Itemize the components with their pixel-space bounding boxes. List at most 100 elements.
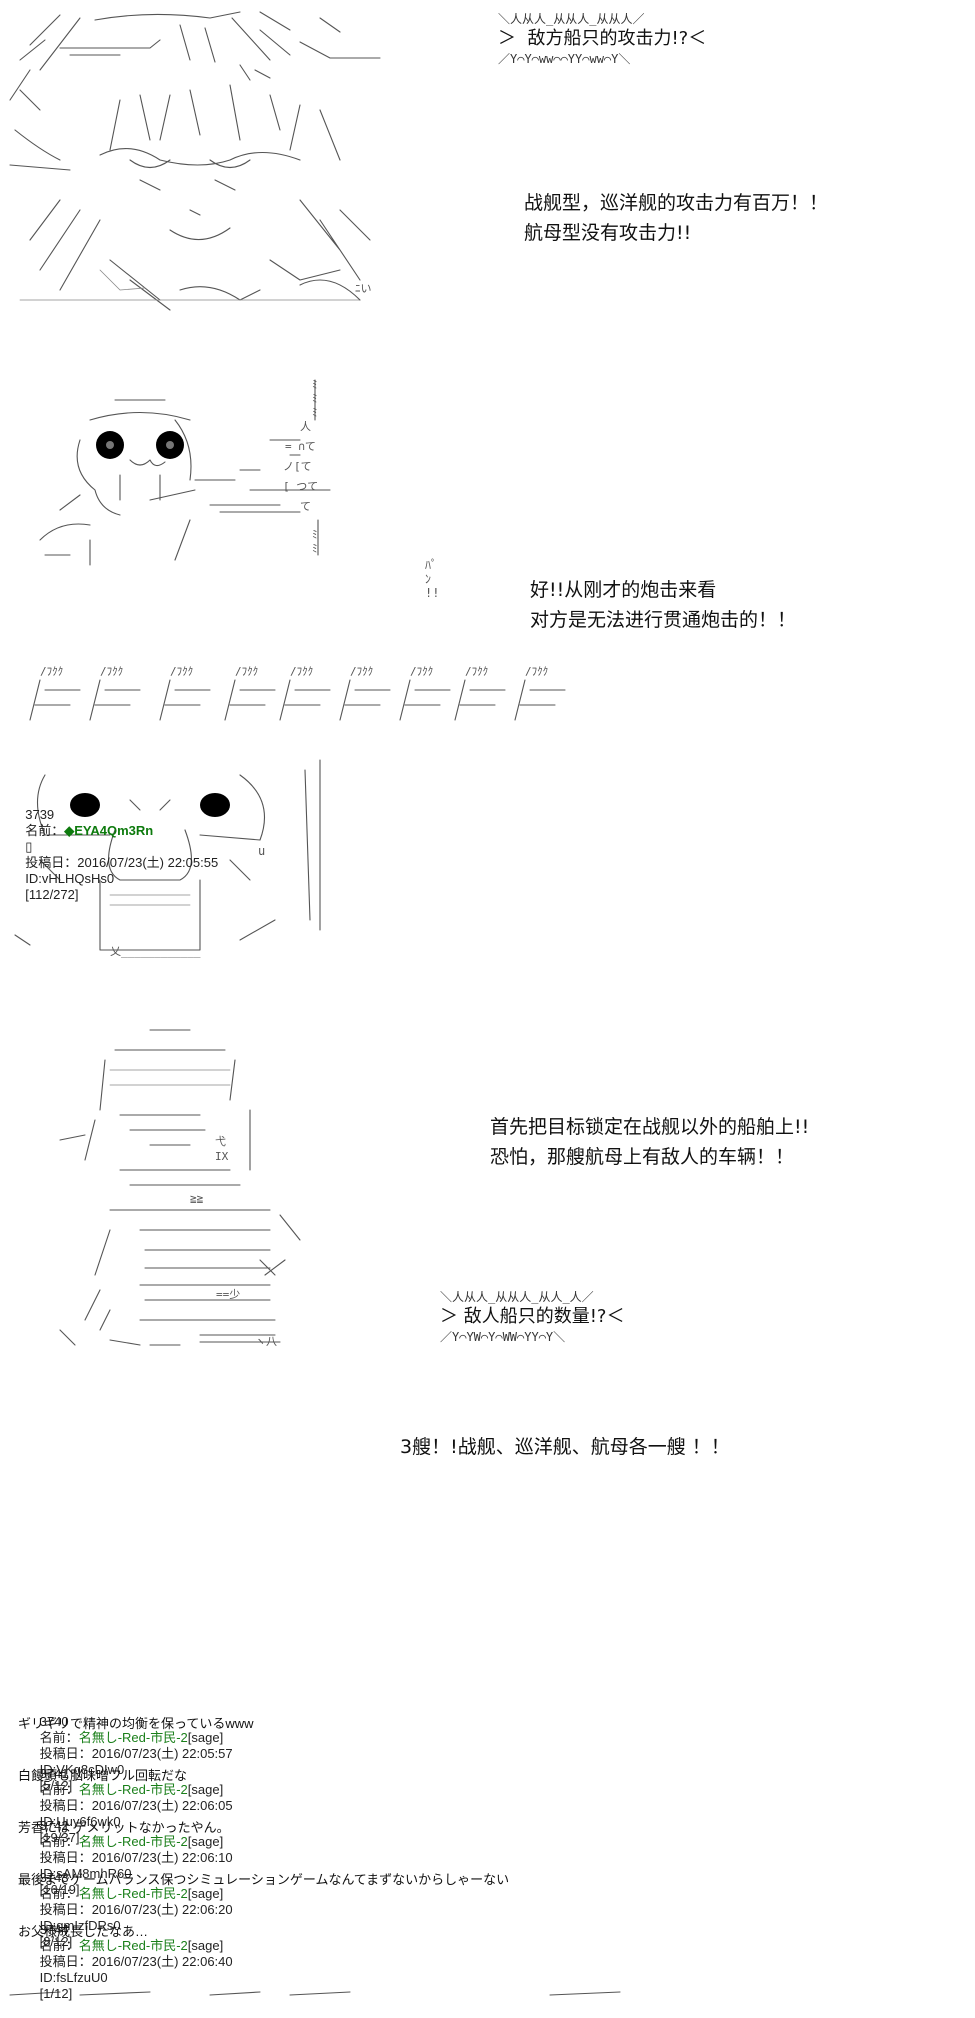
post-name-label: 名前： [39,1938,79,1953]
post-count: [5/12] [39,1778,73,1793]
svg-text:弋: 弋 [215,1135,226,1148]
post-name-label: 名前： [39,1730,79,1745]
reply-header: 3742 名前：名無し-Red-市民-2[sage] 投稿日：2016/07/2… [18,1802,233,1914]
post-number: 3744 [39,1922,69,1937]
svg-text:≧≧: ≧≧ [190,1192,204,1205]
reply-header: 3740 名前：名無し-Red-市民-2[sage] 投稿日：2016/07/2… [18,1698,233,1810]
post-count: [1/12] [39,1986,73,2001]
svg-text:て: て [300,500,311,513]
sage-mail[interactable]: [sage] [187,1938,224,1953]
ascii-art-sfx-strokes: /ﾌｸｸ /ﾌｸｸ /ﾌｸｸ /ﾌｸｸ /ﾌｸｸ /ﾌｸｸ /ﾌｸｸ /ﾌｸｸ … [29,665,566,721]
svg-text:ﾆい: ﾆい [355,282,372,295]
post-date: 2016/07/23(土) 22:05:57 [91,1746,233,1761]
svg-text:/ﾌｸｸ: /ﾌｸｸ [525,665,548,678]
shout-bubble-text: ＞ 敌人船只的数量!?＜ [440,1306,625,1327]
reply-header: 3743 名前：名無し-Red-市民-2[sage] 投稿日：2016/07/2… [18,1854,233,1966]
post-date-label: 投稿日： [39,1850,92,1865]
post-id[interactable]: ID:fsLfzuU0 [39,1970,108,1985]
svg-text:ﾐ: ﾐ [312,378,318,391]
post-count: [16/19] [39,1882,80,1897]
poster-trip[interactable]: ◆EYA4Qm3Rn [64,823,154,838]
post-count: [19/37] [39,1830,80,1845]
post-number: 3741 [39,1766,69,1781]
svg-text:ﾐ: ﾐ [312,392,318,405]
sfx-pan: ﾊﾟ ﾝ !! [425,558,440,600]
post-date-label: 投稿日： [39,1902,92,1917]
sage-mail[interactable]: [sage] [187,1886,224,1901]
post-date-label: 投稿日： [39,1798,92,1813]
poster-name[interactable]: 名無し-Red-市民-2 [78,1730,188,1745]
sage-mail[interactable]: [sage] [187,1834,224,1849]
mail-icon[interactable]: ▯ [25,839,33,854]
post-name-label: 名前： [25,823,65,838]
post-date-label: 投稿日： [25,855,78,870]
reply-body: ギリギリで精神の均衡を保っているwww [18,1716,254,1731]
svg-text:ﾐ: ﾐ [312,406,318,419]
poster-name[interactable]: 名無し-Red-市民-2 [78,1834,188,1849]
svg-text:/ﾌｸｸ: /ﾌｸｸ [235,665,258,678]
post-number: 3739 [25,807,55,822]
poster-name[interactable]: 名無し-Red-市民-2 [78,1782,188,1797]
svg-text:/ﾌｸｸ: /ﾌｸｸ [465,665,488,678]
svg-text:[ つて: [ つて [283,480,318,493]
shout-bubble-enemy-count: ＼人从人_从从人_从人_人／ ＞ 敌人船只的数量!?＜ ／Y⌒YW⌒Y⌒WW⌒Y… [440,1290,625,1344]
post-date: 2016/07/23(土) 22:06:05 [91,1798,233,1813]
svg-text:IX: IX [215,1150,229,1163]
reply-body: 芳香には デメリットなかったやん。 [18,1820,230,1835]
svg-text:/ﾌｸｸ: /ﾌｸｸ [410,665,433,678]
svg-text:/ﾌｸｸ: /ﾌｸｸ [40,665,63,678]
post-id[interactable]: ID:gmIzfDRs0 [39,1918,121,1933]
svg-text:= ∩て: = ∩て [285,440,316,453]
svg-text:/ﾌｸｸ: /ﾌｸｸ [350,665,373,678]
svg-text:/ﾌｸｸ: /ﾌｸｸ [100,665,123,678]
shout-bubble-text: ＞ 敌方船只的攻击力!?＜ [498,28,707,49]
svg-text:ヽ八: ヽ八 [255,1335,277,1348]
svg-text:人: 人 [300,420,311,433]
ascii-art-bottom-partial [9,1991,621,1996]
svg-text:乂____________: 乂____________ [110,945,201,958]
post-header-3739: 3739 名前：◆EYA4Qm3Rn ▯ 投稿日：2016/07/23(土) 2… [18,791,218,903]
post-date: 2016/07/23(土) 22:06:10 [91,1850,233,1865]
post-count: [112/272] [25,887,79,902]
dialog-enemy-count-answer: 3艘！!战舰、巡洋舰、航母各一艘 ！！ [400,1436,730,1458]
post-date: 2016/07/23(土) 22:06:40 [91,1954,233,1969]
dialog-penetration-analysis: 好!!从刚才的炮击来看 对方是无法进行贯通炮击的！！ [530,579,797,631]
reply-header: 3744 名前：名無し-Red-市民-2[sage] 投稿日：2016/07/2… [18,1906,233,2018]
ascii-art-chibi-cannon: ﾐ ﾐ ﾐ ﾐ ﾐ 人 = ∩て ノ[て [ つて て [39,378,331,566]
svg-text:ノ[て: ノ[て [283,460,312,473]
post-id[interactable]: ID:Uuy6f6wk0 [39,1814,121,1829]
reply-body: 白饅頭も脳味噌フル回転だな [18,1768,188,1783]
svg-text:ﾐ: ﾐ [312,528,318,541]
sage-mail[interactable]: [sage] [187,1730,224,1745]
shout-bubble-bottom-edge: ／Y⌒Y⌒ww⌒⌒YY⌒ww⌒Y＼ [498,52,631,66]
svg-text:ﾐ: ﾐ [312,542,318,555]
post-date: 2016/07/23(土) 22:05:55 [77,855,219,870]
poster-name[interactable]: 名無し-Red-市民-2 [78,1938,188,1953]
post-name-label: 名前： [39,1782,79,1797]
reply-body: 最後までゲームバランス保つシミュレーションゲームなんてまずないからしゃーない [18,1872,510,1887]
post-count: [8/12] [39,1934,73,1949]
post-id[interactable]: ID:vHLHQsHs0 [25,871,115,886]
svg-text:/ﾌｸｸ: /ﾌｸｸ [170,665,193,678]
shout-bubble-top-edge: ＼人从人_从从人_从人_人／ [440,1290,594,1304]
post-date-label: 投稿日： [39,1746,92,1761]
dialog-target-lock: 首先把目标锁定在战舰以外的船舶上!! 恐怕，那艘航母上有敌人的车辆！！ [490,1116,810,1168]
post-date-label: 投稿日： [39,1954,92,1969]
shout-bubble-bottom-edge: ／Y⌒YW⌒Y⌒WW⌒YY⌒Y＼ [440,1330,566,1344]
sage-mail[interactable]: [sage] [187,1782,224,1797]
reply-header: 3741 名前：名無し-Red-市民-2[sage] 投稿日：2016/07/2… [18,1750,233,1862]
ascii-art-girl-shouting: ﾆい [9,11,381,311]
post-name-label: 名前： [39,1834,79,1849]
svg-text:u: u [258,844,265,858]
ascii-art-hooded-character: ≧≧ IX 弋 ==少 ヽ八 [59,1029,301,1348]
ascii-art-angry-face: u 乂____________ [14,759,321,958]
post-date: 2016/07/23(土) 22:06:20 [91,1902,233,1917]
post-number: 3742 [39,1818,69,1833]
post-name-label: 名前： [39,1886,79,1901]
post-id[interactable]: ID:VKq8cDIw0 [39,1762,125,1777]
post-id[interactable]: ID:sAM8mhR60 [39,1866,132,1881]
post-number: 3743 [39,1870,69,1885]
reply-body: お父様成長したなあ… [18,1924,149,1939]
poster-name[interactable]: 名無し-Red-市民-2 [78,1886,188,1901]
svg-text:==少: ==少 [216,1288,240,1301]
